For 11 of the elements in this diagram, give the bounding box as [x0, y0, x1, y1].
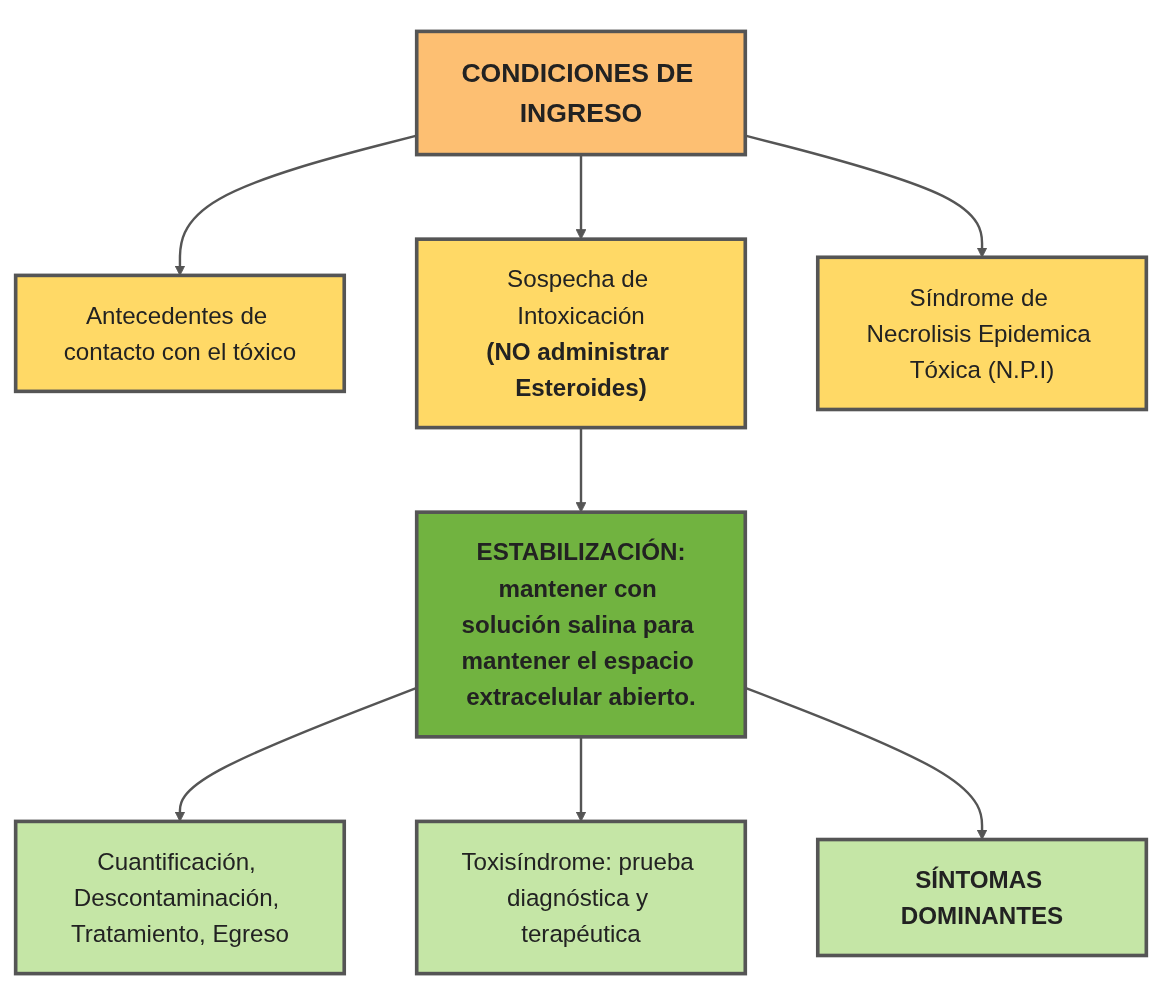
node-box: Sospecha de Intoxicación (NO administrar Esteroides) [414, 237, 748, 430]
arrow [575, 154, 587, 240]
node-box: ESTABILIZACIÓN: mantener con solución salina para mantener el espacio extracelular abierto. [414, 510, 748, 739]
node-box: Cuantificación, Descontaminación, Tratamiento, Egreso [13, 819, 347, 976]
node-box: SÍNTOMAS DOMINANTES [815, 837, 1149, 958]
node-box: Toxisíndrome: prueba diagnóstica y terapéutica [414, 819, 748, 976]
node-box: CONDICIONES DE INGRESO [414, 29, 748, 157]
arrow [575, 736, 587, 822]
node-box: Síndrome de Necrolisis Epidemica Tóxica (N.P.I) [815, 255, 1149, 412]
arrow [575, 427, 587, 513]
node-box: Antecedentes de contacto con el tóxico [13, 273, 347, 394]
